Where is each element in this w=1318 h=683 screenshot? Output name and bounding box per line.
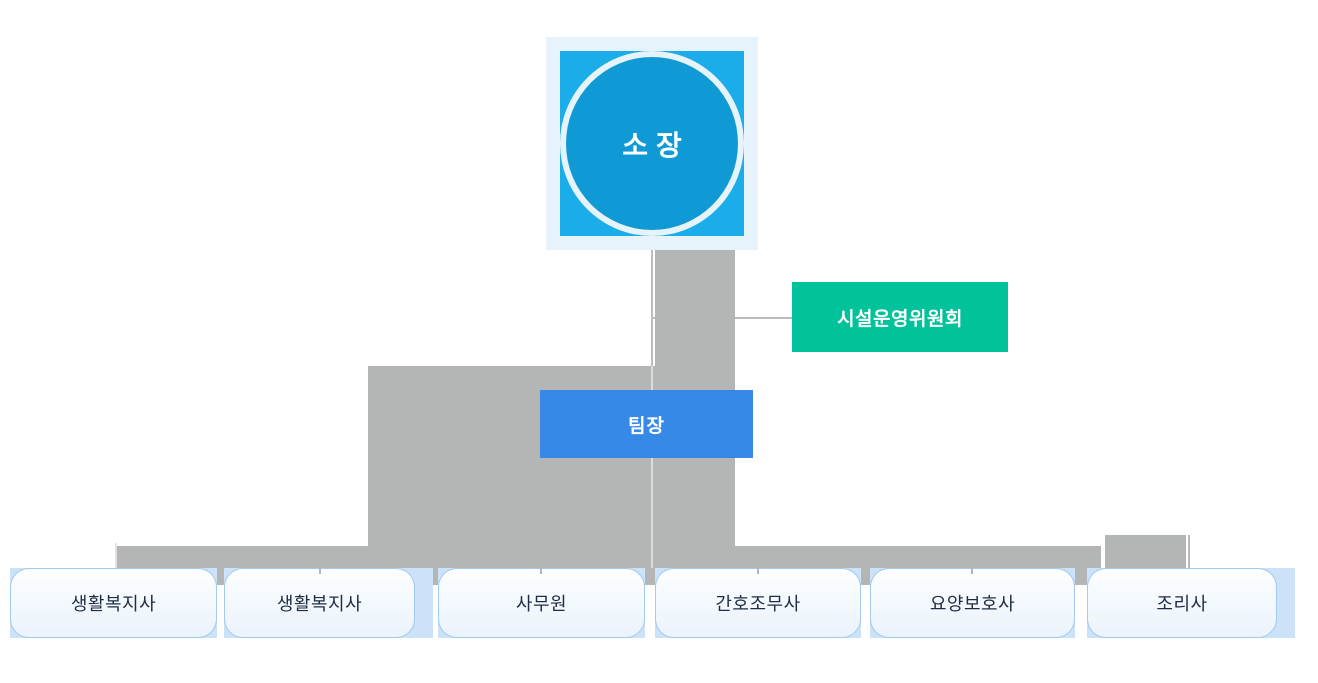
connector-tick [540,566,542,574]
staff-label: 요양보호사 [870,568,1075,638]
connector-drop-left [115,543,117,570]
connector-vertical-light-line [651,366,653,568]
staff-label: 사무원 [438,568,645,638]
staff-label: 간호조무사 [655,568,861,638]
staff-label: 생활복지사 [224,568,415,638]
staff-label: 조리사 [1087,568,1277,638]
director-label: 소장 [622,129,690,161]
connector-tick [757,566,759,574]
staff-label: 생활복지사 [10,568,217,638]
node-staff-5: 요양보호사 [870,568,1075,638]
connector-tick [971,566,973,574]
connector-drop-right [1188,535,1190,570]
committee-label: 시설운영위원회 [837,308,963,330]
connector-tick [319,566,321,574]
node-staff-1: 생활복지사 [10,568,217,638]
connector-vertical-thin [651,250,653,368]
node-team-leader: 팀장 [540,390,753,458]
team-leader-label: 팀장 [628,415,665,437]
director-circle: 소장 [560,51,744,236]
node-committee: 시설운영위원회 [792,282,1008,352]
node-director: 소장 [546,37,758,250]
node-staff-6: 조리사 [1087,568,1295,638]
node-staff-3: 사무원 [438,568,645,638]
node-staff-4: 간호조무사 [655,568,861,638]
node-staff-2: 생활복지사 [224,568,433,638]
connector-vertical-band [655,250,735,368]
